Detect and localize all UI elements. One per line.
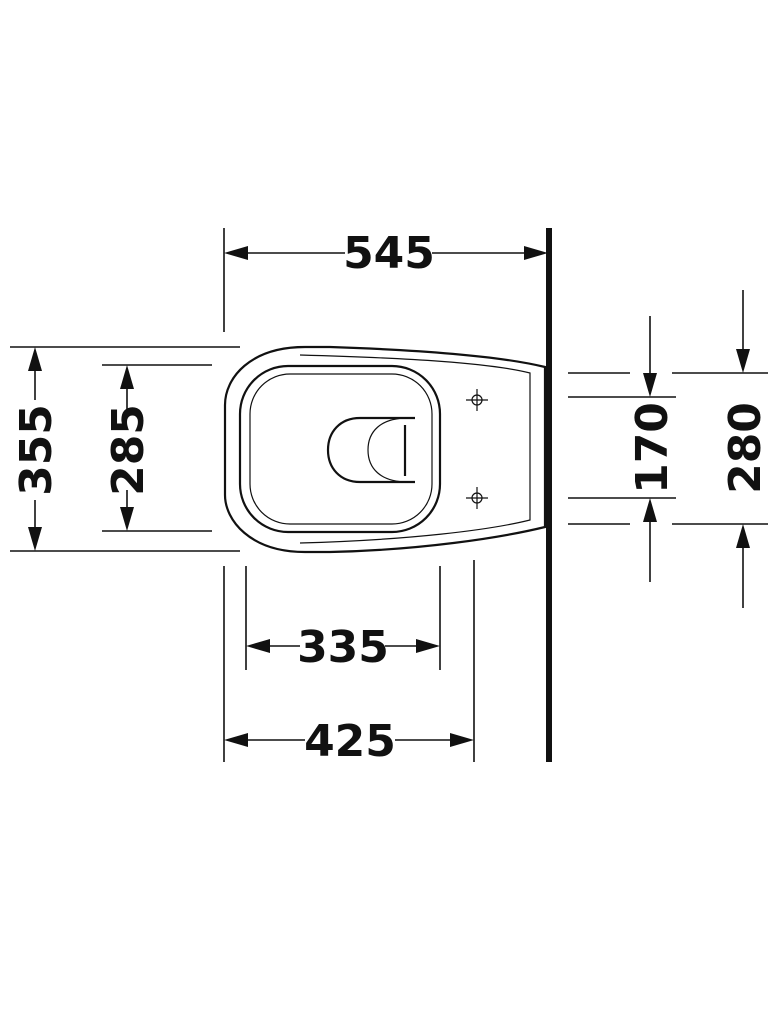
dimension-285-label: 285 (103, 404, 154, 496)
toilet-bowl-outline (223, 345, 547, 554)
dimension-335: 335 (245, 566, 441, 673)
bowl-rim-inner (249, 373, 433, 525)
dimension-355: 355 (10, 346, 240, 552)
flush-outlet (326, 416, 415, 484)
dimension-170-label: 170 (627, 402, 678, 494)
dimension-170: 170 (568, 316, 678, 582)
dimension-545: 545 (223, 228, 548, 332)
dimension-335-label: 335 (297, 622, 389, 673)
dimension-425: 425 (223, 560, 475, 767)
mounting-hole-upper (466, 389, 488, 411)
dimension-280: 280 (672, 290, 771, 608)
bowl-rim-outer (238, 364, 442, 534)
dimension-425-label: 425 (304, 716, 396, 767)
dimension-545-label: 545 (343, 228, 435, 279)
mounting-hole-lower (466, 487, 488, 509)
dimension-285: 285 (102, 364, 212, 532)
dimension-355-label: 355 (11, 404, 62, 496)
dimension-280-label: 280 (720, 402, 771, 494)
